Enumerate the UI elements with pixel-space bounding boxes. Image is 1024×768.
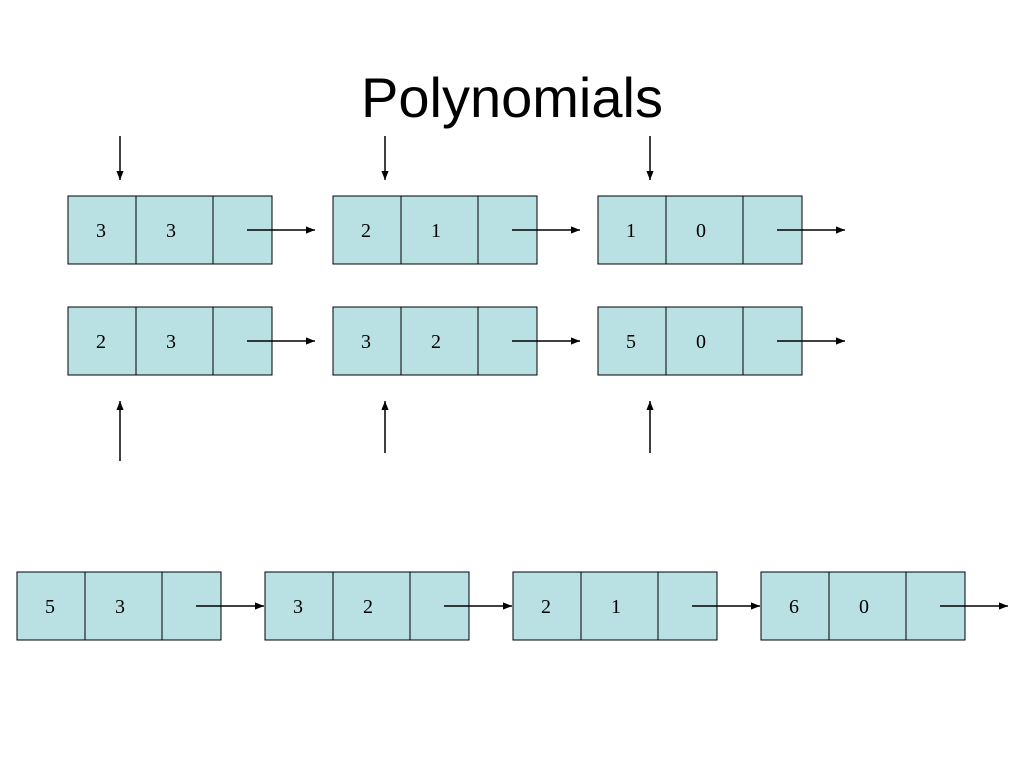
coefficient-cell xyxy=(512,571,582,641)
coefficient-cell xyxy=(16,571,86,641)
exponent-value: 0 xyxy=(696,331,706,353)
coefficient-value: 6 xyxy=(789,596,799,618)
coefficient-value: 2 xyxy=(541,596,551,618)
coefficient-value: 5 xyxy=(626,331,636,353)
coefficient-cell xyxy=(264,571,334,641)
coefficient-value: 3 xyxy=(96,220,106,242)
coefficient-cell xyxy=(332,306,402,376)
exponent-value: 3 xyxy=(166,331,176,353)
coefficient-value: 3 xyxy=(361,331,371,353)
exponent-value: 0 xyxy=(696,220,706,242)
coefficient-value: 5 xyxy=(45,596,55,618)
coefficient-cell xyxy=(67,306,137,376)
coefficient-cell xyxy=(597,306,667,376)
exponent-cell xyxy=(84,571,163,641)
exponent-value: 3 xyxy=(166,220,176,242)
coefficient-value: 2 xyxy=(96,331,106,353)
coefficient-value: 1 xyxy=(626,220,636,242)
exponent-cell xyxy=(828,571,907,641)
exponent-cell xyxy=(400,195,479,265)
exponent-value: 1 xyxy=(431,220,441,242)
coefficient-value: 3 xyxy=(293,596,303,618)
exponent-cell xyxy=(135,306,214,376)
exponent-cell xyxy=(580,571,659,641)
coefficient-cell xyxy=(332,195,402,265)
exponent-value: 3 xyxy=(115,596,125,618)
coefficient-cell xyxy=(67,195,137,265)
exponent-cell xyxy=(665,306,744,376)
link-cell xyxy=(905,571,966,641)
slide-title: Polynomials xyxy=(361,66,663,129)
coefficient-cell xyxy=(597,195,667,265)
exponent-value: 2 xyxy=(431,331,441,353)
coefficient-value: 2 xyxy=(361,220,371,242)
exponent-cell xyxy=(332,571,411,641)
exponent-cell xyxy=(400,306,479,376)
exponent-value: 1 xyxy=(611,596,621,618)
exponent-cell xyxy=(665,195,744,265)
exponent-value: 2 xyxy=(363,596,373,618)
exponent-value: 0 xyxy=(859,596,869,618)
exponent-cell xyxy=(135,195,214,265)
